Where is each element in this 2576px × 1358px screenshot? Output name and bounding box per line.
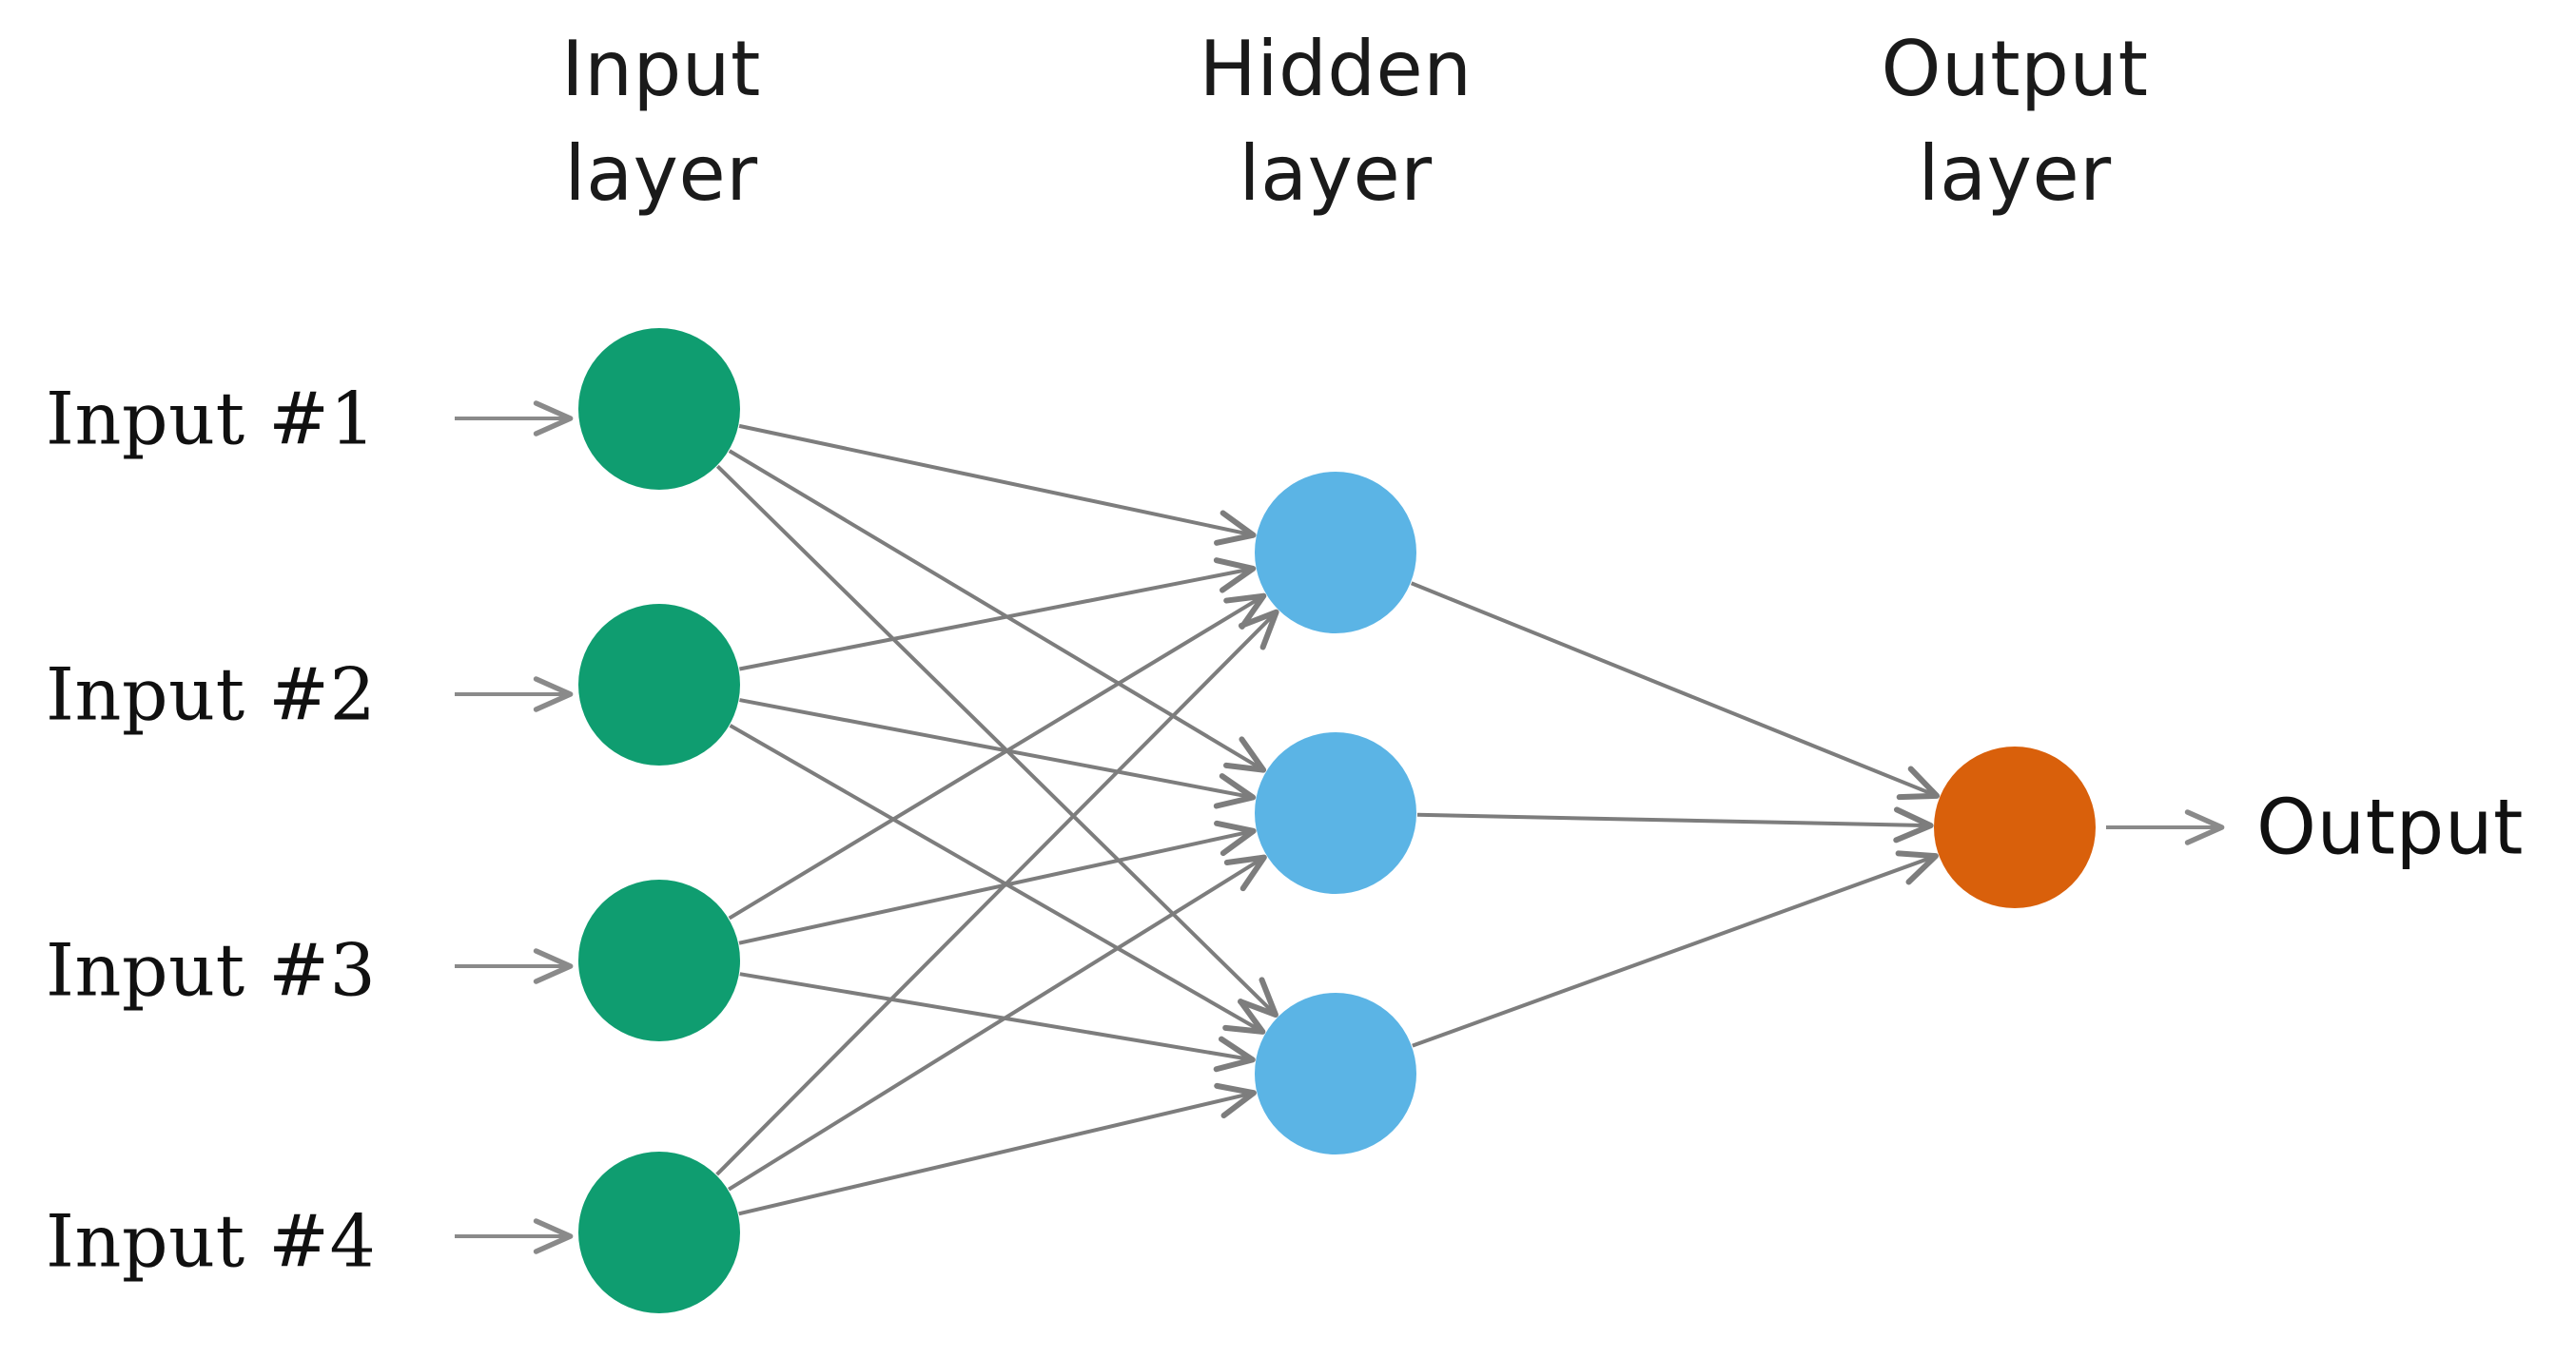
input-label-3: Input #3 (46, 927, 377, 1013)
input-layer-title-line2: layer (564, 129, 758, 219)
edge-i1-h2 (728, 449, 1267, 773)
edge-i1-h1 (738, 423, 1257, 546)
input-layer-title-line1: Input (561, 25, 761, 113)
hidden-layer-title-line2: layer (1239, 129, 1433, 219)
hidden-layer-title-line1: Hidden (1199, 25, 1473, 113)
external-arrows-group (455, 400, 2225, 1254)
output-layer-title: Output layer (1882, 17, 2149, 227)
hidden-layer-title: Hidden layer (1200, 17, 1473, 227)
input-layer-title: Input layer (561, 17, 761, 227)
edge-i2-h1 (739, 557, 1257, 671)
edge-h3-o1 (1412, 850, 1939, 1048)
output-layer-title-line2: layer (1918, 129, 2112, 219)
node-h1[interactable] (1255, 472, 1416, 633)
input-label-4: Input #4 (46, 1198, 377, 1284)
node-i1[interactable] (578, 328, 740, 490)
edge-h1-o1 (1410, 581, 1941, 801)
edge-i3-h2 (738, 820, 1257, 945)
edge-i2-h2 (739, 698, 1257, 809)
output-label: Output (2256, 783, 2524, 872)
edge-i4-h3 (738, 1082, 1257, 1216)
input-label-1: Input #1 (46, 376, 377, 461)
node-i3[interactable] (578, 880, 740, 1041)
node-h2[interactable] (1255, 732, 1416, 894)
edge-h2-o1 (1416, 806, 1934, 844)
edge-i2-h3 (729, 724, 1266, 1035)
edge-i4-h1 (715, 609, 1279, 1176)
output-layer-title-line1: Output (1881, 25, 2149, 113)
node-h3[interactable] (1255, 993, 1416, 1154)
edge-i3-h3 (739, 972, 1256, 1073)
edge-i4-h2 (728, 854, 1267, 1192)
node-o1[interactable] (1934, 747, 2096, 908)
input-label-2: Input #2 (46, 651, 377, 737)
edges-group (715, 423, 1941, 1216)
edge-i3-h1 (728, 592, 1267, 921)
node-i2[interactable] (578, 604, 740, 766)
nodes-group (578, 328, 2096, 1313)
node-i4[interactable] (578, 1152, 740, 1313)
edge-i1-h3 (715, 464, 1278, 1018)
